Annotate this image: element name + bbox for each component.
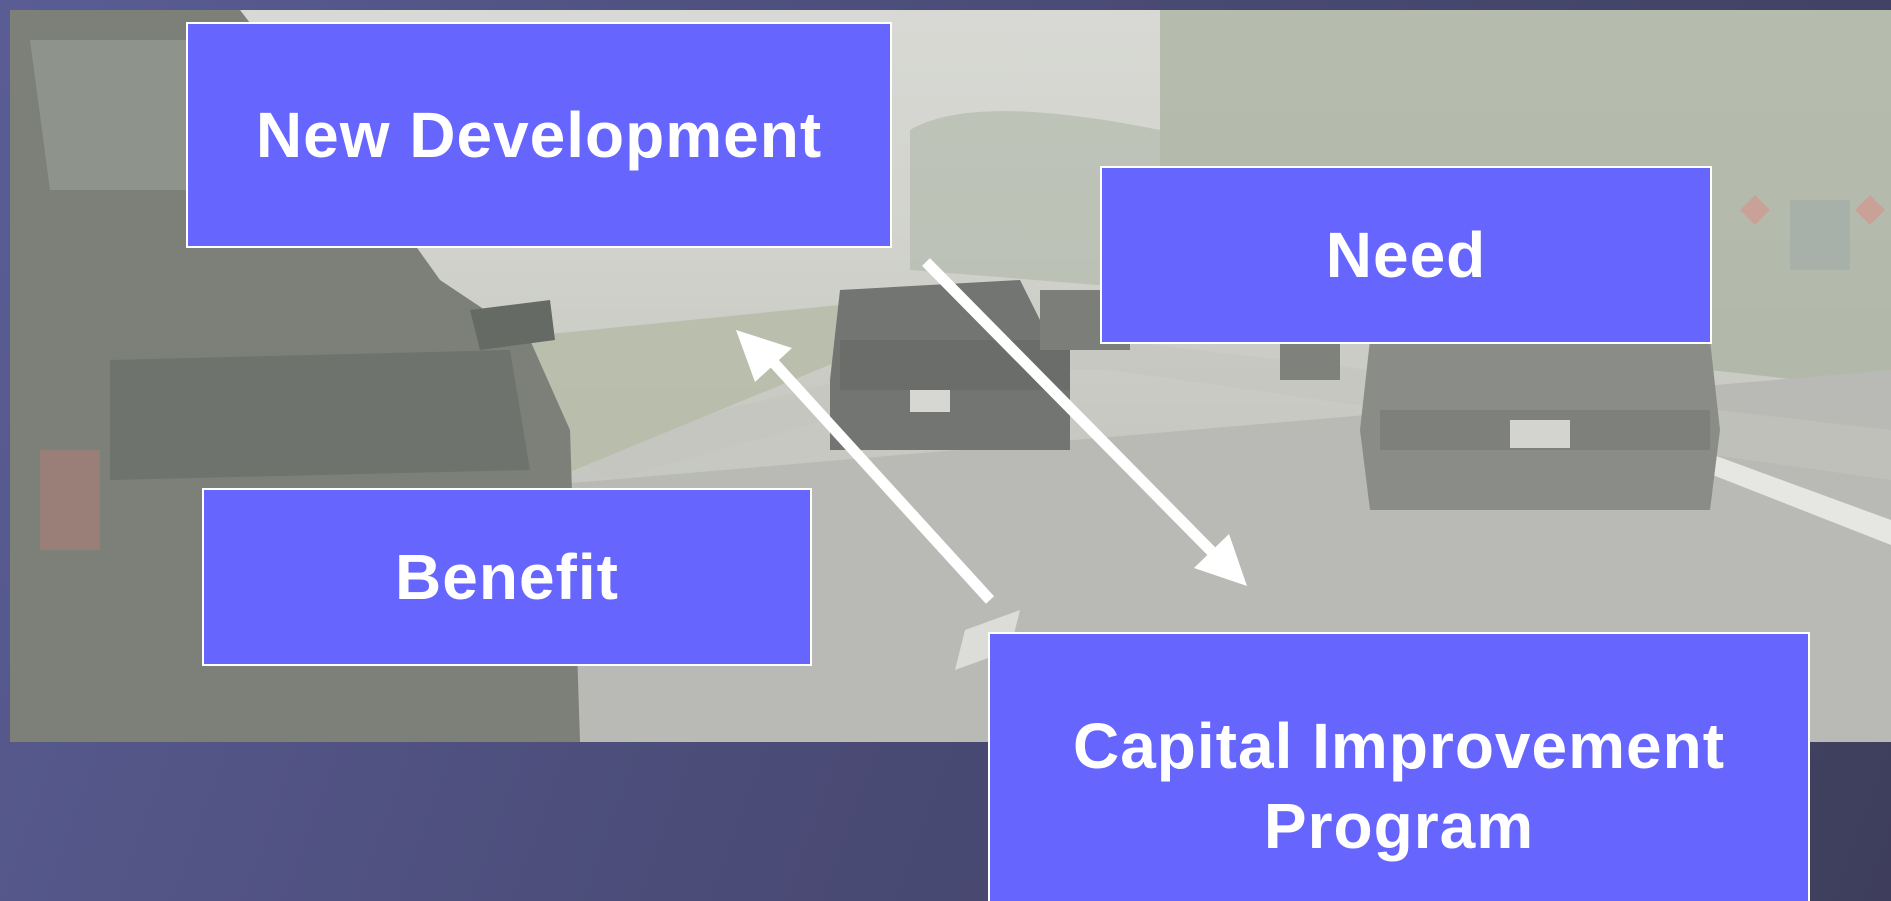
new-development-box: New Development	[186, 22, 892, 248]
arrow-up-left	[736, 330, 995, 604]
benefit-label: Benefit	[395, 541, 619, 613]
capital-improvement-program-box: Capital Improvement Program	[988, 632, 1810, 901]
capital-improvement-label-line2: Program	[1263, 790, 1535, 862]
need-label: Need	[1325, 219, 1487, 291]
new-development-label: New Development	[255, 99, 823, 171]
need-box: Need	[1100, 166, 1712, 344]
arrow-down-right	[922, 258, 1247, 586]
benefit-box: Benefit	[202, 488, 812, 666]
capital-improvement-label-line1: Capital Improvement	[1072, 710, 1726, 782]
